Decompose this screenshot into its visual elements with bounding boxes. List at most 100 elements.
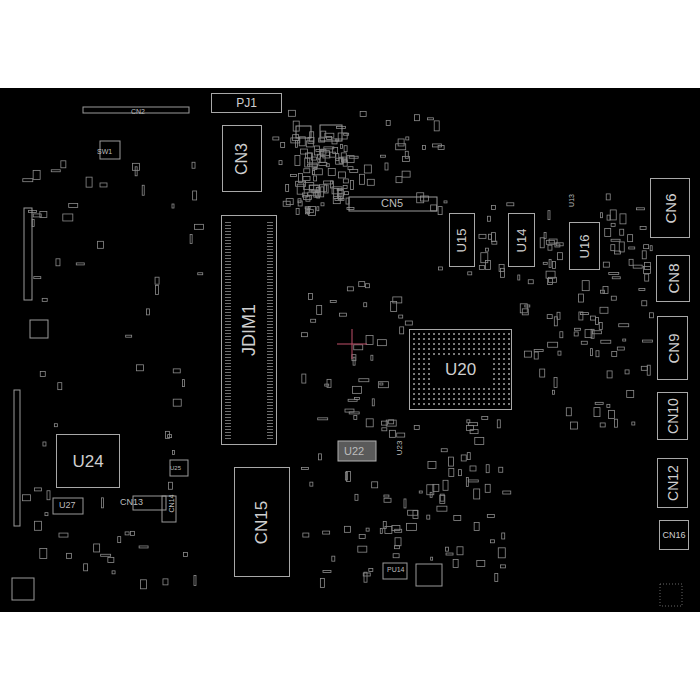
smd-pad: [642, 301, 647, 306]
smd-pad: [306, 196, 310, 201]
slot-pin: [267, 351, 273, 352]
bga-ball: [488, 398, 490, 400]
smd-pad: [540, 238, 544, 248]
smd-pad: [364, 303, 367, 307]
bga-ball: [493, 398, 495, 400]
slot-pin: [267, 279, 273, 280]
bga-ball: [463, 353, 465, 355]
part-body: [338, 441, 376, 461]
bga-ball: [498, 393, 500, 395]
component-pads: [12, 107, 682, 606]
smd-pad: [42, 298, 47, 301]
smd-pad: [444, 201, 447, 203]
smd-pad: [603, 262, 609, 267]
smd-pad: [609, 410, 615, 418]
smd-pad: [625, 370, 629, 374]
smd-pad: [617, 347, 624, 350]
bga-ball: [428, 333, 430, 335]
smd-pad: [302, 467, 309, 469]
slot-pin: [225, 345, 231, 346]
part-label: CN2: [131, 108, 145, 115]
smd-pad: [359, 379, 369, 382]
smd-pad: [273, 137, 279, 140]
smd-pad: [360, 111, 366, 116]
smd-pad: [56, 259, 60, 266]
component-outline: PJ1: [211, 93, 282, 113]
smd-pad: [427, 485, 434, 495]
smd-pad: [458, 470, 461, 476]
component-outline: CN9: [657, 316, 688, 380]
smd-pad: [163, 579, 168, 585]
smd-pad: [389, 420, 394, 424]
bga-ball: [498, 373, 500, 375]
smd-pad: [286, 185, 289, 192]
smd-pad: [303, 533, 309, 537]
smd-pad: [355, 494, 358, 500]
bga-ball: [493, 348, 495, 350]
bga-ball: [493, 343, 495, 345]
smd-pad: [549, 260, 551, 268]
smd-pad: [468, 480, 478, 482]
smd-pad: [59, 533, 68, 537]
slot-pin: [225, 306, 231, 307]
bga-ball: [423, 348, 425, 350]
smd-pad: [482, 416, 488, 419]
bga-ball: [483, 343, 485, 345]
bga-ball: [493, 378, 495, 380]
bga-ball: [468, 388, 470, 390]
bga-ball: [498, 348, 500, 350]
smd-pad: [343, 185, 347, 188]
part-outline: [12, 578, 34, 600]
slot-pin: [267, 249, 273, 250]
bga-ball: [473, 393, 475, 395]
slot-pin: [267, 339, 273, 340]
smd-pad: [566, 408, 571, 416]
smd-pad: [629, 259, 633, 265]
bga-ball: [493, 353, 495, 355]
bga-ball: [498, 343, 500, 345]
smd-pad: [279, 161, 282, 165]
smd-pad: [353, 357, 355, 365]
smd-pad: [344, 133, 349, 135]
slot-pin: [267, 390, 273, 391]
smd-pad: [302, 374, 306, 383]
slot-pin: [267, 378, 273, 379]
smd-pad: [344, 192, 348, 195]
smd-pad: [366, 419, 373, 427]
smd-pad: [367, 179, 374, 185]
smd-pad: [486, 465, 489, 473]
slot-pin: [267, 255, 273, 256]
smd-pad: [522, 309, 528, 315]
smd-pad: [380, 383, 383, 385]
smd-pad: [45, 513, 48, 516]
slot-pin: [225, 384, 231, 385]
smd-pad: [438, 145, 444, 149]
slot-pin: [267, 312, 273, 313]
slot-pin: [225, 246, 231, 247]
smd-pad: [582, 281, 589, 291]
smd-pad: [525, 305, 530, 307]
smd-pad: [644, 245, 649, 249]
smd-pad: [470, 430, 478, 434]
smd-pad: [198, 273, 203, 275]
part-label: CN13: [120, 498, 143, 507]
smd-pad: [319, 162, 327, 165]
slot-pin: [225, 288, 231, 289]
smd-pad: [438, 267, 442, 270]
bga-ball: [428, 378, 430, 380]
bga-ball: [428, 353, 430, 355]
bga-ball: [443, 343, 445, 345]
slot-pin: [225, 420, 231, 421]
bga-ball: [498, 363, 500, 365]
smd-pad: [295, 156, 300, 166]
smd-pad: [612, 352, 617, 357]
slot-pin: [267, 327, 273, 328]
smd-pad: [408, 510, 418, 515]
smd-pad: [340, 313, 347, 316]
smd-pad: [349, 412, 359, 414]
bga-ball: [433, 393, 435, 395]
smd-pad: [136, 365, 143, 371]
slot-pin: [225, 237, 231, 238]
bga-ball: [508, 373, 510, 375]
smd-pad: [485, 484, 490, 492]
